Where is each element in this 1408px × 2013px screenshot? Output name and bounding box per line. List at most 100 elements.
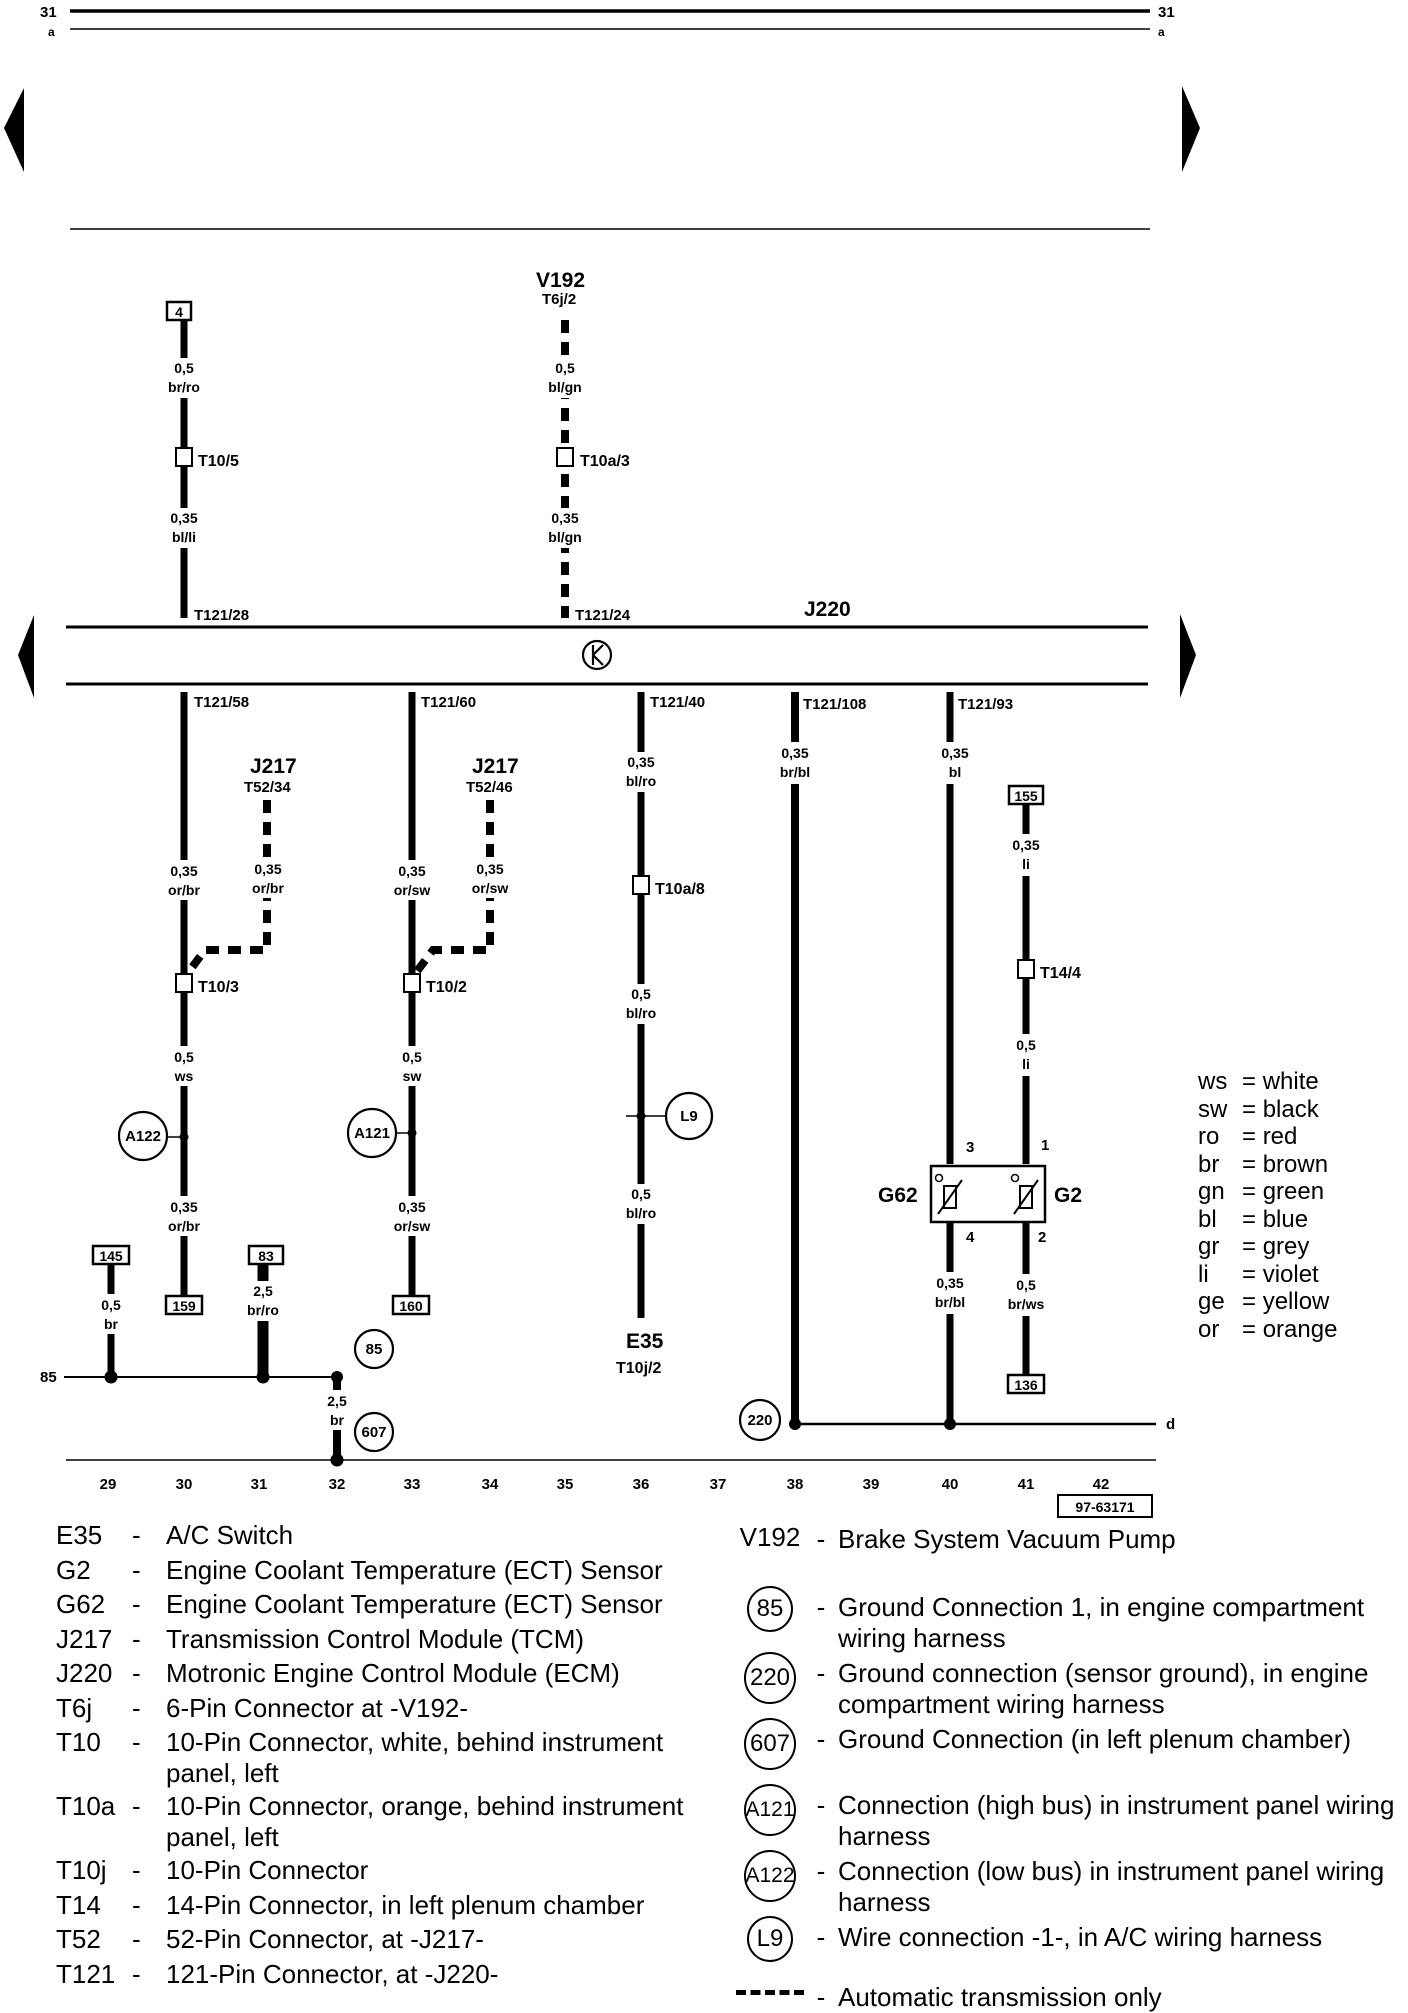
- key-dash: -: [816, 1724, 826, 1754]
- t121-108-label: T121/108: [803, 696, 866, 713]
- ref-box-159-label: 159: [172, 1298, 196, 1314]
- ground-bus-dot-83: [256, 1370, 270, 1384]
- key-dash: -: [816, 1524, 826, 1554]
- key-description: Brake System Vacuum Pump: [838, 1524, 1176, 1554]
- t10a-8-label: T10a/8: [655, 881, 705, 898]
- prev-page-arrow-icon[interactable]: [4, 88, 24, 172]
- wl-bg: [544, 508, 588, 548]
- key-ground-circle: 85: [747, 1586, 793, 1632]
- key-row: 607-Ground Connection (in left plenum ch…: [726, 1718, 1406, 1770]
- w5-top-color: bl/ro: [626, 773, 656, 789]
- next-page-arrow-icon[interactable]: [1182, 86, 1200, 172]
- key-row: T121-121-Pin Connector, at -J220-: [56, 1957, 696, 1992]
- key-description: A/C Switch: [166, 1520, 294, 1550]
- w6-size: 0,35: [781, 745, 808, 761]
- key-description: Engine Coolant Temperature (ECT) Sensor: [166, 1554, 663, 1585]
- wl-bg: [246, 858, 290, 898]
- w145-size: 0,5: [101, 1297, 121, 1313]
- w1-bot-size: 0,35: [170, 510, 197, 526]
- track-number: 37: [710, 1476, 727, 1493]
- w5-bot-color: bl/ro: [626, 1205, 656, 1221]
- j217a-label: J217: [250, 755, 297, 778]
- legend-code: li: [1198, 1260, 1209, 1288]
- key-description: Engine Coolant Temperature (ECT) Sensor: [166, 1589, 663, 1619]
- legend-code: br: [1198, 1150, 1220, 1178]
- wl-bg: [468, 858, 512, 898]
- w4-top-size: 0,35: [398, 863, 425, 879]
- w3-top-color: or/br: [168, 882, 200, 898]
- doc-code-box: [1057, 1494, 1153, 1518]
- page-sub-right: a: [1158, 25, 1165, 39]
- w1-top-color: br/ro: [168, 379, 200, 395]
- key-code: T52: [56, 1924, 101, 1954]
- legend-color-name: blue: [1262, 1205, 1309, 1233]
- t121-60-label: T121/60: [421, 694, 476, 711]
- legend-color-name: orange: [1262, 1315, 1338, 1343]
- key-row: T10-10-Pin Connector, white, behind inst…: [56, 1725, 696, 1789]
- key-description: Motronic Engine Control Module (ECM): [166, 1658, 620, 1688]
- legend-color-name: brown: [1262, 1150, 1329, 1178]
- w2-bot-size: 0,35: [551, 510, 578, 526]
- l9-junction-dot: [636, 1111, 646, 1121]
- w3-mid-color: ws: [174, 1068, 194, 1084]
- key-code: G2: [56, 1554, 91, 1585]
- w8-bot-size: 0,5: [1016, 1277, 1036, 1293]
- wl-bg: [240, 1281, 290, 1321]
- key-ground-circle: L9: [747, 1916, 793, 1962]
- key-symbol: 607: [726, 1718, 814, 1770]
- key-dash: -: [816, 1658, 826, 1688]
- connector-t10a-8-icon: [632, 875, 650, 895]
- key-code: T10a: [56, 1791, 116, 1821]
- w3-bot-size: 0,35: [170, 1199, 197, 1215]
- key-description: 10-Pin Connector, orange, behind instrum…: [166, 1791, 684, 1852]
- legend-color-name: green: [1262, 1178, 1325, 1205]
- key-symbol: [726, 1976, 814, 1995]
- key-row: L9-Wire connection -1-, in A/C wiring ha…: [726, 1916, 1406, 1962]
- t10-5-label: T10/5: [198, 453, 239, 470]
- l9-label: L9: [680, 1108, 698, 1125]
- legend-row: bl= blue: [1198, 1206, 1337, 1234]
- key-dash: -: [132, 1520, 141, 1550]
- legend-code: bl: [1198, 1205, 1217, 1233]
- legend-equals: =: [1242, 1150, 1263, 1178]
- ref-box-4-label: 4: [175, 304, 183, 320]
- g2-label: G2: [1054, 1184, 1082, 1207]
- ground-85-circle: [353, 1328, 395, 1370]
- t121-28-label: T121/28: [194, 607, 249, 624]
- thermistor-g62-icon: [934, 1173, 963, 1215]
- key-dash: -: [132, 1554, 141, 1585]
- page-sub-left: a: [48, 25, 55, 39]
- key-description: 6-Pin Connector at -V192-: [166, 1692, 469, 1723]
- wl-bg: [94, 1294, 128, 1334]
- legend-code: ge: [1198, 1288, 1225, 1315]
- w4-j-size: 0,35: [476, 861, 503, 877]
- t10-2-label: T10/2: [426, 979, 467, 996]
- legend-equals: =: [1242, 1233, 1263, 1260]
- w3-bot-color: or/br: [168, 1218, 200, 1234]
- key-description: Connection (high bus) in instrument pane…: [838, 1790, 1395, 1851]
- key-description: 121-Pin Connector, at -J220-: [166, 1958, 499, 1989]
- ref-box-83-label: 83: [258, 1248, 274, 1264]
- j220-right-arrow-icon: [1180, 614, 1196, 698]
- w8-top-size: 0,35: [1012, 837, 1039, 853]
- ground-220-circle: [738, 1398, 782, 1442]
- legend-code: gn: [1198, 1178, 1225, 1205]
- track-number: 36: [633, 1476, 650, 1493]
- t121-24-label: T121/24: [575, 607, 631, 624]
- a121-label: A121: [354, 1125, 390, 1142]
- track-number: 41: [1018, 1476, 1035, 1493]
- w7-bot-color: br/bl: [935, 1294, 965, 1310]
- legend-code: ws: [1198, 1068, 1228, 1095]
- track-number: 31: [251, 1476, 268, 1493]
- thermistor-g2-icon: [1010, 1173, 1039, 1215]
- key-dash: -: [132, 1889, 141, 1920]
- ref-box-136: [1006, 1373, 1046, 1395]
- key-description: Connection (low bus) in instrument panel…: [838, 1856, 1385, 1917]
- key-row: -Automatic transmission only: [726, 1976, 1406, 2013]
- key-dash: -: [132, 1855, 141, 1885]
- doc-code: 97-63171: [1075, 1499, 1134, 1515]
- t10a-3-label: T10a/3: [580, 453, 630, 470]
- ref-box-160: [391, 1294, 431, 1316]
- legend-equals: =: [1242, 1260, 1263, 1288]
